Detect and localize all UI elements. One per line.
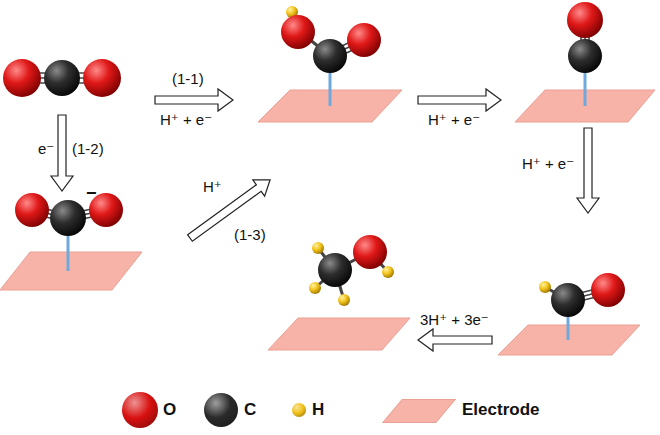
- legend-text: C: [244, 400, 256, 420]
- hollow-arrows: [51, 89, 599, 351]
- reactant-label: H⁺ + e⁻: [160, 111, 212, 129]
- legend-text: O: [163, 400, 176, 420]
- electrode: [268, 318, 410, 350]
- adsorption-bonds: [68, 60, 585, 340]
- chemical-bonds: [22, 12, 608, 304]
- legend-swatch: [382, 399, 456, 423]
- legend-swatch: [122, 392, 158, 428]
- step-number: (1-1): [172, 70, 204, 88]
- step-number: (1-2): [72, 140, 104, 158]
- electrode: [0, 252, 142, 290]
- legend-text: Electrode: [462, 400, 539, 420]
- legend-swatch: [204, 393, 238, 427]
- step-number: (1-3): [234, 226, 266, 244]
- charge-sign: −: [86, 184, 97, 202]
- reactant-label: 3H⁺ + 3e⁻: [420, 311, 489, 329]
- reactant-label: e⁻: [38, 140, 54, 158]
- legend-text: H: [312, 400, 324, 420]
- atoms: [3, 2, 625, 317]
- reactant-label: H⁺ + e⁻: [522, 155, 574, 173]
- reactant-label: H⁺ + e⁻: [428, 111, 480, 129]
- legend-swatch: [292, 403, 306, 417]
- reactant-label: H⁺: [203, 178, 222, 196]
